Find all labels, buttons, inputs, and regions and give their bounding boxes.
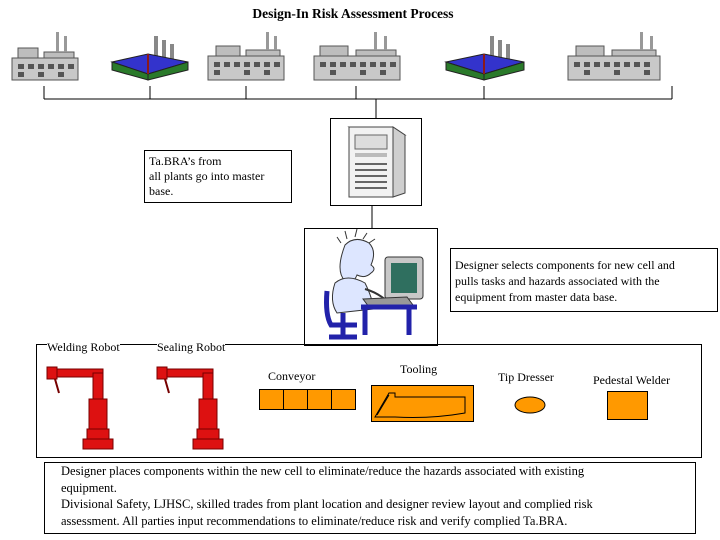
factory-icon bbox=[313, 32, 401, 81]
factory-icon bbox=[207, 32, 285, 81]
sealing-robot-icon[interactable] bbox=[155, 363, 233, 455]
note-line: all plants go into master bbox=[149, 169, 265, 183]
page-title: Design-In Risk Assessment Process bbox=[252, 6, 454, 21]
review-description: Designer places components within the ne… bbox=[44, 462, 696, 534]
pedestal-welder-icon[interactable] bbox=[607, 391, 649, 421]
plant-blue-roof-icon bbox=[444, 36, 525, 81]
designer-at-computer-icon bbox=[324, 228, 424, 340]
conveyor-label: Conveyor bbox=[268, 369, 316, 383]
description-line: assessment. All parties input recommenda… bbox=[61, 513, 568, 528]
pedestal-welder-label: Pedestal Welder bbox=[593, 373, 671, 387]
note-line: equipment from master data base. bbox=[455, 290, 618, 304]
factory-icon bbox=[11, 32, 79, 81]
note-line: pulls tasks and hazards associated with … bbox=[455, 274, 660, 288]
tooling-fixture-icon[interactable] bbox=[371, 385, 475, 423]
note-line: Ta.BRA’s from bbox=[149, 154, 222, 168]
welding-robot-label: Welding Robot bbox=[47, 340, 120, 355]
master-database-server bbox=[330, 118, 422, 206]
designer-selects-note: Designer selects components for new cell… bbox=[450, 248, 718, 312]
new-cell-layout: Welding Robot Sealing Robot Conveyor Too… bbox=[36, 340, 702, 458]
description-line: equipment. bbox=[61, 480, 117, 495]
factory-icon bbox=[567, 32, 661, 81]
tooling-label: Tooling bbox=[400, 362, 438, 376]
conveyor-icon[interactable] bbox=[259, 389, 359, 411]
designer-workstation bbox=[304, 228, 438, 346]
plant-blue-roof-icon bbox=[110, 36, 189, 81]
welding-robot-icon[interactable] bbox=[45, 363, 123, 455]
tip-dresser-label: Tip Dresser bbox=[498, 370, 554, 384]
description-line: Designer places components within the ne… bbox=[61, 464, 585, 478]
server-icon bbox=[347, 126, 407, 198]
tabra-master-base-note: Ta.BRA’s from all plants go into master … bbox=[144, 150, 292, 203]
description-line: Divisional Safety, LJHSC, skilled trades… bbox=[61, 497, 593, 511]
note-line: Designer selects components for new cell… bbox=[455, 258, 675, 272]
tip-dresser-icon[interactable] bbox=[513, 395, 547, 415]
note-line: base. bbox=[149, 184, 174, 198]
sealing-robot-label: Sealing Robot bbox=[157, 340, 226, 355]
